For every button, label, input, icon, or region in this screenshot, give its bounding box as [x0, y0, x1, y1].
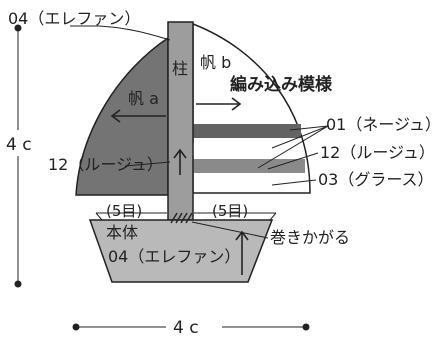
mast-color-label: 04（エレファン） [8, 9, 140, 28]
hull-up-arrow [235, 230, 249, 275]
mast-label: 柱 [172, 59, 188, 78]
stripe2-label: 12（ルージュ） [320, 143, 435, 162]
sail-a-label: 帆 a [128, 89, 159, 108]
hull-left-width-label: (5目) [106, 202, 142, 220]
leader-lines [70, 25, 329, 239]
stripe1-label: 01（ネージュ） [326, 115, 441, 134]
hull-color-label: 04（エレファン） [108, 247, 240, 266]
hull-label: 本体 [106, 223, 138, 242]
stripe3-label: 03（グラース） [318, 170, 434, 189]
width-dimension [72, 314, 310, 340]
sail-b-arrow [196, 97, 242, 111]
stripe-rouge [193, 124, 301, 138]
hull-shape [88, 219, 274, 283]
stripe-glace [193, 159, 305, 173]
sail-a-arrow [110, 109, 166, 123]
pattern-label: 編み込み模様 [230, 74, 333, 95]
height-label: 4 c [6, 135, 32, 155]
hull-right-width-label: (5目) [212, 202, 248, 220]
wrap-stitch-marks [170, 212, 193, 224]
sail-b-label: 帆 b [200, 53, 231, 72]
mast-up-arrow [173, 148, 187, 175]
height-dimension [6, 24, 40, 288]
width-label: 4 c [173, 318, 199, 338]
stripe-neige-bottom [193, 143, 303, 156]
wrap-stitch-label: 巻きかがる [270, 228, 350, 247]
mast-shape [167, 21, 194, 221]
sail-a-color-label: 12（ルージュ） [48, 155, 163, 174]
